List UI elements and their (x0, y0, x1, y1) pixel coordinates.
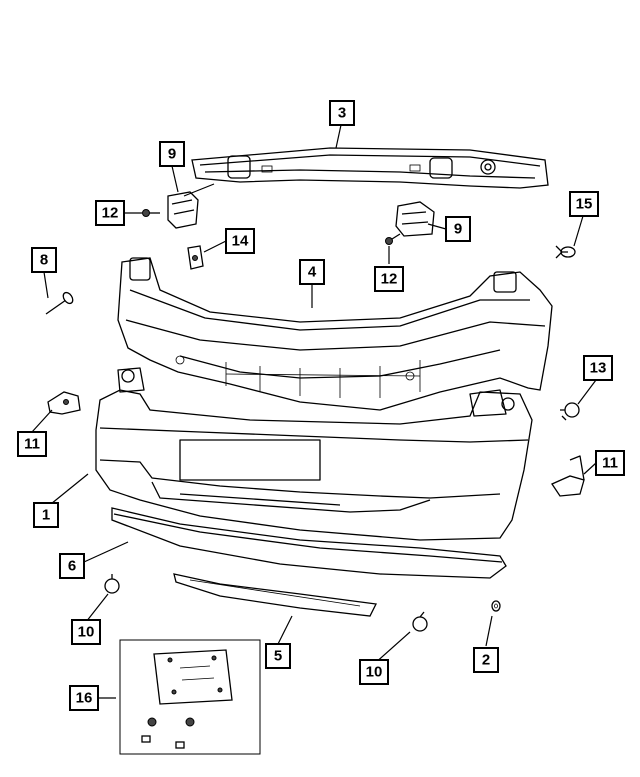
part-bracket-11-right (551, 455, 585, 497)
callout-10-right-label: 10 (366, 664, 383, 681)
callout-12-right-label: 12 (381, 271, 398, 288)
part-pushpin-10-right (412, 611, 428, 632)
callout-5-label: 5 (274, 648, 282, 665)
part-pushpin-13 (560, 402, 580, 421)
part-bracket-11-left (47, 391, 81, 415)
callout-3-label: 3 (338, 105, 346, 122)
part-bracket-right (395, 201, 435, 237)
part-bracket-left (167, 191, 199, 229)
part-pushpin-10-left (104, 574, 120, 594)
part-license-bracket-group (119, 639, 261, 755)
part-rivet-8 (45, 291, 74, 315)
callout-4-label: 4 (308, 264, 317, 281)
part-pushpin-15 (555, 245, 576, 259)
part-skid-plate (173, 573, 377, 617)
callout-14-label: 14 (232, 233, 249, 250)
callout-8-label: 8 (40, 252, 48, 269)
callout-6-label: 6 (68, 558, 76, 575)
callout-1: 1 (33, 502, 59, 528)
callout-10-right: 10 (359, 659, 389, 685)
callout-2-label: 2 (482, 652, 490, 669)
callout-4: 4 (299, 259, 325, 285)
callout-5: 5 (265, 643, 291, 669)
callout-2: 2 (473, 647, 499, 673)
callout-15-label: 15 (576, 196, 593, 213)
callout-11-left-label: 11 (24, 436, 40, 453)
callout-13-label: 13 (590, 360, 607, 377)
part-bolt-left (142, 209, 160, 217)
part-grommet-2 (491, 600, 501, 612)
callout-12-right: 12 (374, 266, 404, 292)
part-bolt-right (385, 233, 401, 245)
callout-10-left: 10 (71, 619, 101, 645)
callout-14: 14 (225, 228, 255, 254)
callout-9-right-label: 9 (454, 221, 462, 238)
callout-9-left-label: 9 (168, 146, 176, 163)
callout-16-label: 16 (76, 690, 93, 707)
callout-11-right: 11 (595, 450, 625, 476)
part-upper-crossmember (191, 147, 549, 189)
callout-8: 8 (31, 247, 57, 273)
callout-11-left: 11 (17, 431, 47, 457)
callout-15: 15 (569, 191, 599, 217)
callout-10-left-label: 10 (78, 624, 95, 641)
callout-1-label: 1 (42, 507, 50, 524)
callout-12-left-label: 12 (102, 205, 119, 222)
part-lower-valance (111, 507, 507, 579)
part-clip-14 (187, 245, 204, 270)
part-bumper-support (117, 257, 553, 411)
part-bumper-fascia (95, 367, 533, 541)
callout-9-left: 9 (159, 141, 185, 167)
callout-16: 16 (69, 685, 99, 711)
callout-11-right-label: 11 (602, 455, 618, 472)
callout-6: 6 (59, 553, 85, 579)
callout-12-left: 12 (95, 200, 125, 226)
callout-9-right: 9 (445, 216, 471, 242)
callout-3: 3 (329, 100, 355, 126)
callout-13: 13 (583, 355, 613, 381)
